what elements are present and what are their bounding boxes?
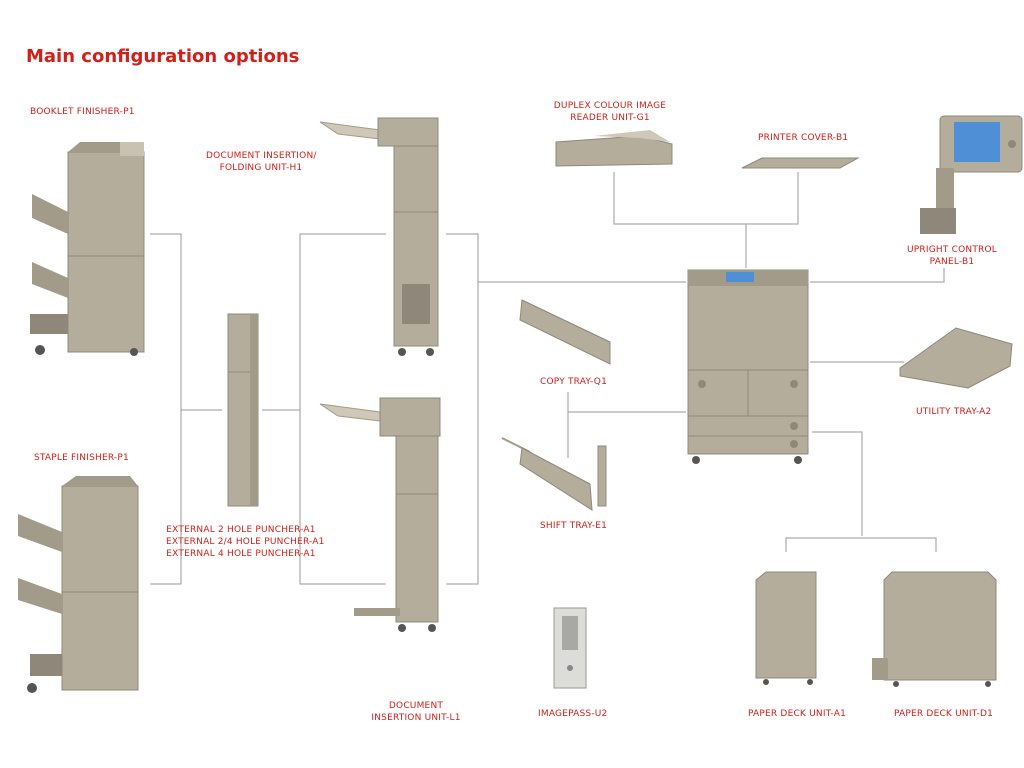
label-upright-control-panel: UPRIGHT CONTROL PANEL-B1 xyxy=(894,244,1010,268)
label-doc-insertion-folding-line2: FOLDING UNIT-H1 xyxy=(206,162,316,174)
label-imagepass: IMAGEPASS-U2 xyxy=(538,708,607,720)
label-paper-deck-a1: PAPER DECK UNIT-A1 xyxy=(748,708,846,720)
paper-deck-d1-image xyxy=(870,570,998,688)
upright-control-panel-image xyxy=(916,114,1024,238)
label-duplex-reader-line1: DUPLEX COLOUR IMAGE xyxy=(548,100,672,112)
label-doc-insertion-line1: DOCUMENT xyxy=(356,700,476,712)
label-external-punchers: EXTERNAL 2 HOLE PUNCHER-A1 EXTERNAL 2/4 … xyxy=(166,524,316,560)
connector-paper-decks xyxy=(812,432,862,536)
main-unit-image xyxy=(686,266,810,466)
paper-deck-a1-image xyxy=(754,570,820,686)
label-upright-panel-line1: UPRIGHT CONTROL xyxy=(894,244,1010,256)
label-puncher-2: EXTERNAL 2 HOLE PUNCHER-A1 xyxy=(166,524,316,536)
duplex-reader-image xyxy=(554,128,674,170)
label-copy-tray: COPY TRAY-Q1 xyxy=(540,376,607,388)
label-upright-panel-line2: PANEL-B1 xyxy=(894,256,1010,268)
label-utility-tray: UTILITY TRAY-A2 xyxy=(916,406,991,418)
label-duplex-reader-line2: READER UNIT-G1 xyxy=(548,112,672,124)
label-puncher-4: EXTERNAL 4 HOLE PUNCHER-A1 xyxy=(166,548,316,560)
booklet-finisher-image xyxy=(24,138,148,358)
connector-insertion-right xyxy=(446,234,478,584)
document-insertion-folding-unit-image xyxy=(318,112,444,358)
external-puncher-image xyxy=(224,310,262,510)
label-document-insertion-folding-unit: DOCUMENT INSERTION/ FOLDING UNIT-H1 xyxy=(206,150,316,174)
connector-reader-cover xyxy=(614,172,798,224)
label-document-insertion-unit: DOCUMENT INSERTION UNIT-L1 xyxy=(356,700,476,724)
label-printer-cover: PRINTER COVER-B1 xyxy=(758,132,848,144)
label-duplex-reader: DUPLEX COLOUR IMAGE READER UNIT-G1 xyxy=(548,100,672,124)
label-puncher-24: EXTERNAL 2/4 HOLE PUNCHER-A1 xyxy=(166,536,316,548)
imagepass-image xyxy=(552,606,588,690)
label-paper-deck-d1: PAPER DECK UNIT-D1 xyxy=(894,708,993,720)
utility-tray-image xyxy=(898,326,1014,390)
connector-upright-panel xyxy=(810,268,944,282)
shift-tray-image xyxy=(500,434,608,514)
printer-cover-image xyxy=(740,156,860,172)
staple-finisher-image xyxy=(14,474,140,694)
label-doc-insertion-folding-line1: DOCUMENT INSERTION/ xyxy=(206,150,316,162)
label-booklet-finisher: BOOKLET FINISHER-P1 xyxy=(30,106,135,118)
label-staple-finisher: STAPLE FINISHER-P1 xyxy=(34,452,129,464)
document-insertion-unit-image xyxy=(318,394,444,634)
connector-paper-decks-branch xyxy=(786,538,936,552)
copy-tray-image xyxy=(516,296,612,368)
label-doc-insertion-line2: INSERTION UNIT-L1 xyxy=(356,712,476,724)
label-shift-tray: SHIFT TRAY-E1 xyxy=(540,520,607,532)
